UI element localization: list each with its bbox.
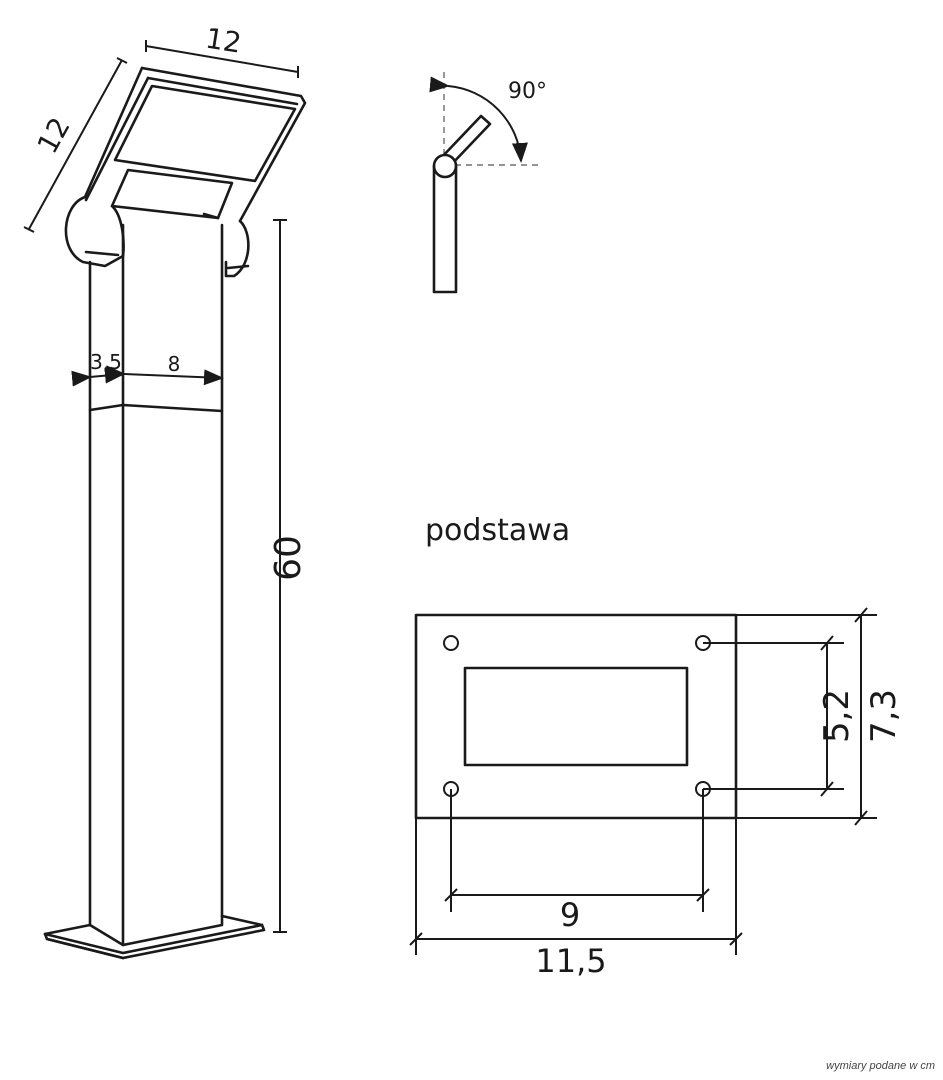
base-width-label: 11,5	[535, 942, 606, 980]
dimension-head-width: 12	[145, 22, 299, 78]
lamp-head	[64, 66, 307, 278]
base-cutout	[463, 666, 689, 767]
post-front-width-label: 8	[168, 352, 181, 376]
dimension-post-widths: 3,5 8	[71, 350, 224, 387]
height-label: 60	[268, 535, 309, 581]
pivot-joint	[432, 153, 458, 179]
head-width-label: 12	[203, 22, 243, 60]
lamp-post	[88, 223, 224, 947]
base-outline	[414, 613, 738, 820]
lamp-drawing: 12 12 3,5 8 60	[23, 22, 309, 960]
post-side-width-label: 3,5	[90, 350, 122, 374]
dimension-hole-vertical: 5,2	[817, 635, 857, 797]
mount-hole	[443, 635, 459, 651]
hole-vertical-label: 5,2	[817, 689, 857, 743]
units-footnote: wymiary podane w cm	[826, 1060, 935, 1072]
dimension-base-width: 11,5	[409, 932, 743, 980]
tilt-diagram: 90°	[429, 72, 547, 294]
dimension-hole-horizontal: 9	[444, 888, 710, 934]
tilt-angle-label: 90°	[508, 79, 547, 104]
dimension-height: 60	[268, 219, 309, 933]
dimension-base-height: 7,3	[854, 607, 904, 826]
hole-horizontal-label: 9	[560, 896, 580, 934]
base-plate-diagram: podstawa 7,3 5,2	[409, 513, 904, 980]
base-height-label: 7,3	[864, 689, 904, 743]
head-depth-label: 12	[31, 112, 77, 159]
lamp-base-plate	[43, 914, 266, 960]
post-profile	[432, 164, 458, 294]
base-title: podstawa	[425, 513, 570, 548]
